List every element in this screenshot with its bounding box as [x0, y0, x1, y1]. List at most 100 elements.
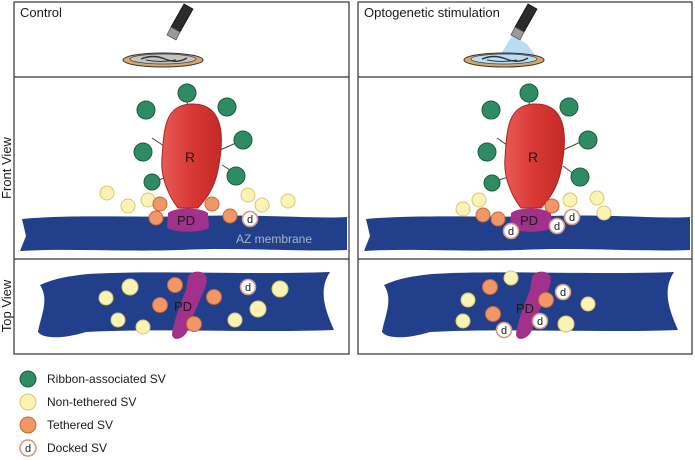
non-tethered-sv	[254, 197, 270, 213]
tethered-sv	[475, 207, 491, 223]
docked-sv: d	[502, 222, 520, 240]
non-tethered-sv-group-top	[98, 278, 289, 335]
docked-sv: d	[548, 217, 566, 235]
docked-sv-mark: d	[560, 287, 566, 299]
tethered-sv	[485, 306, 501, 322]
docked-sv-mark: d	[508, 226, 514, 238]
non-tethered-sv	[227, 312, 243, 328]
ribbon-associated-sv	[559, 97, 579, 117]
ribbon-associated-sv	[217, 97, 237, 117]
legend-swatch	[19, 416, 37, 434]
ribbon-associated-sv-group	[477, 83, 598, 192]
panel-control: Control AZ membrane R	[13, 1, 350, 355]
non-tethered-sv	[589, 190, 605, 206]
docked-sv-mark: d	[554, 221, 560, 233]
ribbon-associated-sv	[233, 130, 253, 150]
presynaptic-density	[167, 208, 209, 232]
az-membrane	[364, 215, 690, 251]
docked-sv: d	[239, 278, 257, 296]
non-tethered-sv	[562, 192, 578, 208]
non-tethered-sv	[471, 192, 487, 208]
tethered-sv-group	[475, 198, 560, 227]
ribbon-associated-sv	[483, 174, 501, 192]
optical-fiber-icon	[166, 3, 194, 41]
row-label-top: Top View	[0, 279, 14, 332]
legend-label: Tethered SV	[47, 418, 113, 432]
ribbon-associated-sv	[143, 173, 161, 191]
presynaptic-density-label-top: PD	[174, 299, 192, 314]
ribbon-associated-sv	[136, 100, 156, 120]
legend-item-tethered: Tethered SV	[19, 416, 113, 434]
tethered-sv	[222, 208, 238, 224]
row-label-front: Front View	[0, 136, 14, 199]
docked-sv: d	[554, 283, 572, 301]
non-tethered-sv-group	[455, 190, 612, 221]
non-tethered-sv	[280, 193, 296, 209]
culture-dish-icon	[463, 52, 545, 68]
panel-stimulation-title: Optogenetic stimulation	[364, 5, 500, 20]
tethered-sv	[204, 196, 220, 212]
docked-sv: d	[563, 208, 581, 226]
tethered-sv-group	[148, 196, 238, 226]
tethered-sv	[538, 292, 554, 308]
ribbon-associated-sv	[177, 83, 197, 103]
legend-item-ribbon-associated: Ribbon-associated SV	[19, 370, 166, 388]
tethered-sv	[152, 196, 168, 212]
docked-sv: d	[531, 312, 549, 330]
non-tethered-sv	[580, 296, 596, 312]
legend-item-docked: d Docked SV	[19, 439, 107, 457]
non-tethered-sv	[503, 270, 519, 286]
ribbon-associated-sv	[578, 130, 598, 150]
legend-label: Docked SV	[47, 441, 107, 455]
docked-sv: d	[495, 321, 513, 339]
non-tethered-sv	[99, 185, 115, 201]
non-tethered-sv	[455, 313, 471, 329]
az-membrane	[20, 215, 347, 251]
ribbon-associated-sv	[477, 142, 497, 162]
legend-item-non-tethered: Non-tethered SV	[19, 393, 136, 411]
non-tethered-sv	[110, 312, 126, 328]
optical-fiber-icon	[510, 3, 538, 41]
ribbon-associated-sv-group	[133, 83, 253, 191]
non-tethered-sv	[135, 319, 151, 335]
presynaptic-density-label-top: PD	[516, 301, 534, 316]
top-view-control: PD d	[38, 271, 334, 339]
ribbon-associated-sv	[570, 167, 590, 187]
legend-label: Ribbon-associated SV	[47, 372, 166, 386]
ribbon-associated-sv	[481, 100, 501, 120]
non-tethered-sv	[120, 198, 136, 214]
top-view-stimulation: PD d d d	[382, 270, 678, 339]
legend-swatch	[19, 370, 37, 388]
legend-label: Non-tethered SV	[47, 395, 136, 409]
legend-swatch	[19, 393, 37, 411]
non-tethered-sv	[271, 280, 289, 298]
non-tethered-sv	[455, 201, 471, 217]
docked-sv-mark: d	[247, 214, 253, 226]
docked-sv-mark: d	[569, 212, 575, 224]
non-tethered-sv	[249, 300, 267, 318]
ribbon-associated-sv	[519, 83, 539, 103]
az-membrane-label: AZ membrane	[236, 232, 312, 246]
non-tethered-sv	[98, 290, 114, 306]
ribbon-label: R	[528, 149, 538, 165]
tethered-sv	[152, 297, 168, 313]
tethered-sv	[544, 198, 560, 214]
non-tethered-sv-group	[99, 185, 296, 214]
front-view-stimulation: R PD	[364, 83, 690, 251]
legend: Ribbon-associated SV Non-tethered SV Tet…	[19, 370, 166, 457]
culture-dish-icon	[122, 52, 204, 68]
panel-stimulation-frame	[357, 1, 693, 355]
tethered-sv	[206, 289, 222, 305]
legend-swatch	[19, 439, 37, 457]
non-tethered-sv	[460, 292, 476, 308]
non-tethered-sv	[121, 278, 139, 296]
tethered-sv-group-top	[482, 279, 554, 322]
non-tethered-sv-group-top	[455, 270, 596, 333]
tethered-sv	[482, 279, 498, 295]
docked-sv: d	[241, 210, 259, 228]
ribbon	[504, 103, 565, 209]
presynaptic-density-top	[172, 271, 207, 339]
tethered-sv	[490, 211, 506, 227]
legend-docked-mark: d	[25, 443, 31, 455]
